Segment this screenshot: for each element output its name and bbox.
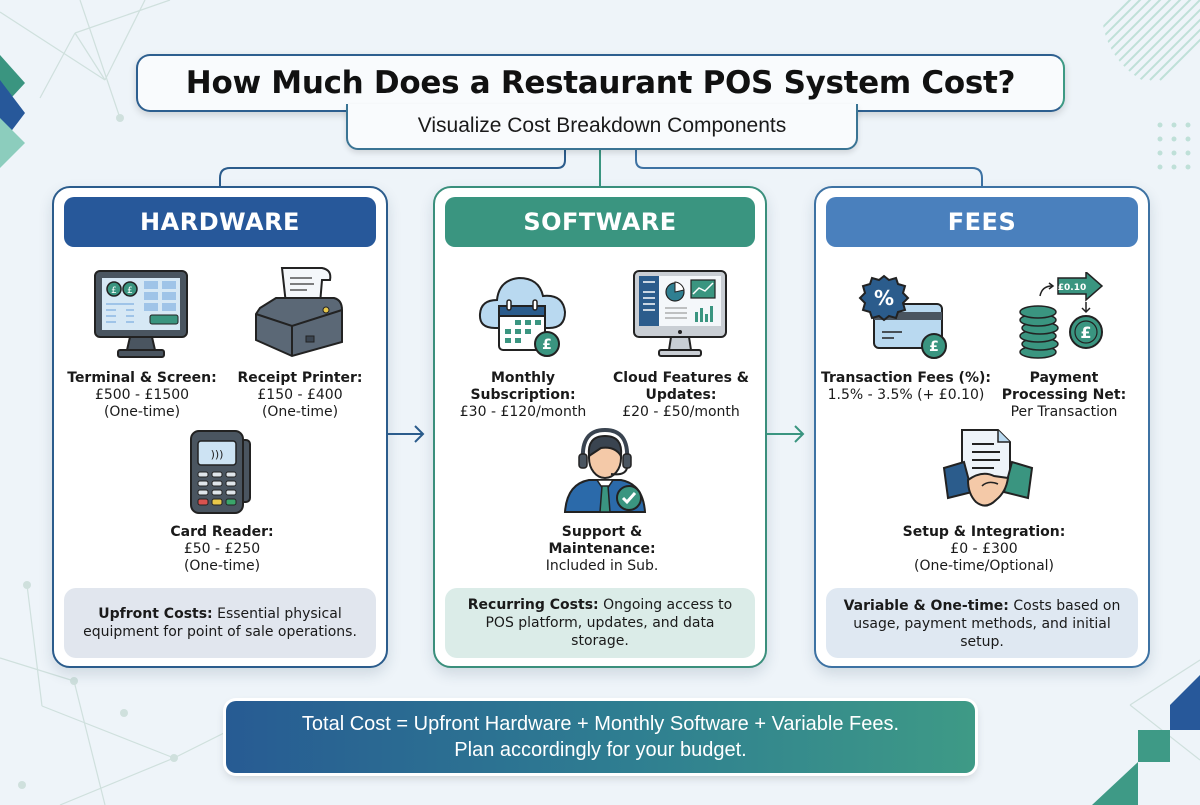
support-agent-icon	[563, 427, 647, 513]
receipt-printer-icon	[255, 267, 343, 358]
software-panel: SOFTWARE £ Monthly Subscription: £30 - £…	[433, 186, 767, 668]
total-cost-line1: Total Cost = Upfront Hardware + Monthly …	[301, 713, 900, 735]
svg-text:))): )))	[211, 448, 224, 461]
pos-terminal-icon: £ £	[94, 270, 188, 358]
cloud-features-item: Cloud Features & Updates: £20 - £50/mont…	[613, 370, 749, 420]
fees-panel-header: FEES	[826, 197, 1138, 247]
terminal-screen-item: Terminal & Screen: £500 - £1500 (One-tim…	[67, 370, 217, 420]
card-reader-item: Card Reader: £50 - £250 (One-time)	[170, 524, 274, 574]
total-cost-banner: Total Cost = Upfront Hardware + Monthly …	[226, 701, 975, 773]
arrow-right-icon	[387, 425, 425, 443]
software-summary-note: Recurring Costs: Ongoing access to POS p…	[445, 588, 755, 658]
svg-text:£: £	[929, 339, 939, 355]
payment-processing-item: Payment Processing Net: Per Transaction	[1001, 370, 1127, 420]
fees-summary-note: Variable & One-time: Costs based on usag…	[826, 588, 1138, 658]
dashboard-monitor-icon	[633, 270, 727, 357]
handshake-document-icon	[942, 429, 1034, 507]
fees-panel: FEES % £ Transaction Fees (%): 1.5% - 3.…	[814, 186, 1150, 668]
svg-text:£: £	[127, 286, 133, 296]
cloud-calendar-icon: £	[478, 276, 567, 357]
svg-text:£: £	[542, 337, 552, 353]
setup-integration-item: Setup & Integration: £0 - £300 (One-time…	[902, 524, 1066, 574]
transaction-fees-item: Transaction Fees (%): 1.5% - 3.5% (+ £0.…	[821, 370, 991, 403]
svg-text:£: £	[1080, 323, 1091, 342]
subtitle-banner: Visualize Cost Breakdown Components	[346, 104, 858, 150]
support-maintenance-item: Support & Maintenance: Included in Sub.	[545, 524, 659, 574]
percent-card-icon: % £	[858, 274, 947, 359]
svg-text:£: £	[111, 286, 117, 296]
svg-text:£0.10: £0.10	[1058, 283, 1086, 293]
arrow-right-icon	[767, 425, 805, 443]
hardware-panel-header: HARDWARE	[64, 197, 376, 247]
svg-text:%: %	[874, 286, 894, 310]
receipt-printer-item: Receipt Printer: £150 - £400 (One-time)	[237, 370, 363, 420]
title-banner: How Much Does a Restaurant POS System Co…	[136, 54, 1065, 112]
software-panel-header: SOFTWARE	[445, 197, 755, 247]
page-title: How Much Does a Restaurant POS System Co…	[185, 65, 1016, 101]
coins-transfer-icon: £0.10 £	[1019, 272, 1104, 359]
monthly-subscription-item: Monthly Subscription: £30 - £120/month	[459, 370, 587, 420]
total-cost-line2: Plan accordingly for your budget.	[454, 739, 747, 761]
card-reader-icon: )))	[190, 430, 251, 514]
hardware-panel: HARDWARE £ £ Terminal & Screen: £500 - £…	[52, 186, 388, 668]
page-subtitle: Visualize Cost Breakdown Components	[417, 114, 787, 137]
hardware-summary-note: Upfront Costs: Essential physical equipm…	[64, 588, 376, 658]
